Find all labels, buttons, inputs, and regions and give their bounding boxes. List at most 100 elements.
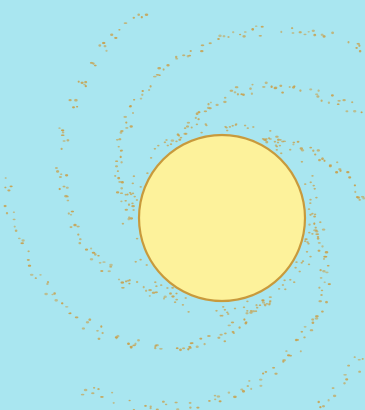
spiral-dot <box>118 181 122 183</box>
spiral-dot <box>311 321 315 325</box>
spiral-dot <box>102 261 106 263</box>
ring-dot <box>304 240 307 243</box>
spiral-dot <box>315 315 319 318</box>
spiral-dot <box>141 93 144 96</box>
ring-dot <box>312 184 315 187</box>
spiral-dot <box>68 99 72 102</box>
ring-dot <box>307 208 311 211</box>
spiral-dot <box>66 199 70 202</box>
spiral-dot <box>148 289 152 292</box>
ring-dot <box>163 141 167 144</box>
spiral-dot <box>292 141 296 144</box>
spiral-dot <box>272 366 276 369</box>
spiral-dot <box>84 84 87 88</box>
spiral-dot <box>313 222 316 225</box>
spiral-dot <box>246 385 250 387</box>
spiral-dot <box>203 342 206 346</box>
ring-dot <box>277 288 281 290</box>
spiral-dot <box>171 295 175 298</box>
sun-disc <box>137 133 307 303</box>
spiral-dot <box>314 153 317 156</box>
ring-dot <box>128 191 132 194</box>
spiral-dot <box>314 226 317 229</box>
spiral-dot <box>213 394 217 397</box>
spiral-dot <box>303 336 306 339</box>
spiral-dot <box>336 161 339 164</box>
ring-dot <box>307 263 311 266</box>
spiral-dot <box>300 149 305 152</box>
spiral-dot <box>80 81 84 85</box>
spiral-dot <box>60 134 65 137</box>
spiral-dot <box>251 310 256 313</box>
ring-dot <box>275 149 278 151</box>
spiral-dot <box>313 215 316 218</box>
spiral-dot <box>320 294 323 296</box>
spiral-dot <box>117 176 121 180</box>
spiral-dot <box>114 36 118 39</box>
spiral-dot <box>223 100 227 104</box>
spiral-dot <box>171 286 174 289</box>
ring-dot <box>267 137 271 140</box>
spiral-dot <box>169 292 172 295</box>
spiral-dot <box>66 139 70 142</box>
spiral-dot <box>62 140 66 142</box>
ring-dot <box>131 192 135 195</box>
ring-dot <box>204 123 207 125</box>
spiral-dot <box>254 25 258 28</box>
spiral-dot <box>65 174 69 177</box>
spiral-dot <box>293 85 296 88</box>
spiral-dot <box>223 340 227 343</box>
spiral-dot <box>51 293 54 296</box>
ring-dot <box>309 198 312 201</box>
spiral-dot <box>176 133 180 136</box>
spiral-dot <box>197 118 200 121</box>
spiral-dot <box>264 81 268 85</box>
spiral-dot <box>29 273 34 276</box>
ring-dot <box>315 196 318 199</box>
spiral-dot <box>155 344 159 347</box>
ring-dot <box>179 136 183 139</box>
spiral-dot <box>129 105 132 108</box>
ring-dot <box>175 140 178 143</box>
spiral-dot <box>68 312 72 315</box>
spiral-dot <box>353 110 357 113</box>
ring-dot <box>215 309 218 312</box>
spiral-dot <box>178 138 182 141</box>
spiral-dot <box>123 115 127 118</box>
spiral-dot <box>185 125 190 128</box>
spiral-dot <box>117 278 121 281</box>
spiral-dot <box>126 193 129 196</box>
ring-dot <box>139 258 142 261</box>
spiral-dot <box>115 160 119 163</box>
spiral-dot <box>317 249 321 252</box>
spiral-dot <box>187 348 190 351</box>
spiral-dot <box>298 31 302 34</box>
spiral-dot <box>322 35 326 38</box>
spiral-dot <box>110 33 114 37</box>
spiral-dot <box>273 86 278 89</box>
spiral-dot <box>299 89 302 92</box>
spiral-dot <box>124 199 127 202</box>
spiral-dot <box>62 185 66 188</box>
spiral-dot <box>115 138 119 141</box>
ring-dot <box>195 123 199 126</box>
spiral-dot <box>182 347 186 350</box>
spiral-dot <box>20 242 24 245</box>
spiral-dot <box>120 281 125 284</box>
spiral-dot <box>149 85 152 88</box>
spiral-dot <box>260 25 264 28</box>
spiral-dot <box>327 398 330 402</box>
spiral-dot <box>85 321 90 324</box>
ring-dot <box>252 126 255 128</box>
spiral-dot <box>132 111 134 115</box>
spiral-dot <box>319 277 323 279</box>
spiral-dot <box>135 280 139 284</box>
spiral-dot <box>120 187 124 190</box>
spiral-dot <box>73 223 77 227</box>
spiral-dot <box>316 95 320 98</box>
spiral-dot <box>148 294 151 297</box>
ring-dot <box>300 261 303 264</box>
spiral-dot <box>240 388 244 391</box>
spiral-dot <box>144 13 149 17</box>
spiral-dot <box>74 316 79 319</box>
